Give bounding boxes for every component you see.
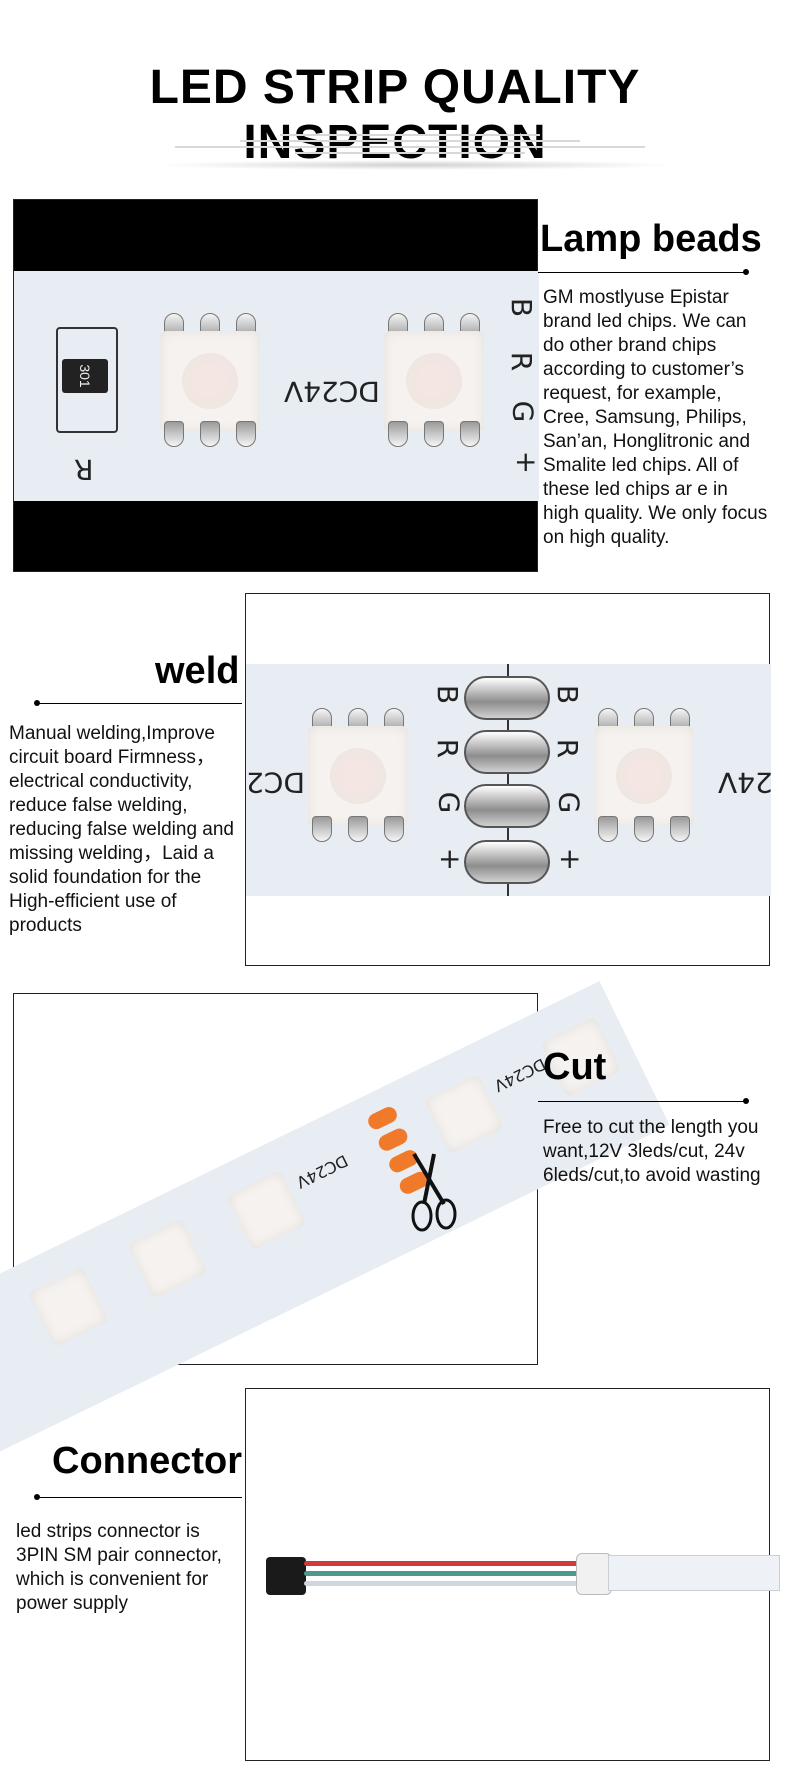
cut-line <box>507 664 509 896</box>
label-r-left: R <box>431 738 465 759</box>
connector-rule-dot <box>34 1494 40 1500</box>
label-left-voltage: DC2 <box>246 766 305 799</box>
label-voltage: DC24V <box>293 1150 352 1192</box>
resistor-outline <box>56 327 118 433</box>
label-plus-left: + <box>438 842 462 875</box>
page-title: LED STRIP QUALITY INSPECTION <box>149 61 641 169</box>
lamp-beads-heading: Lamp beads <box>540 218 762 260</box>
label-voltage: DC24V <box>491 1054 549 1096</box>
led-chip <box>423 1073 505 1155</box>
solder-pad-g <box>464 784 550 828</box>
cut-rule <box>538 1101 748 1102</box>
solder-pad-r <box>464 730 550 774</box>
label-g-left: G <box>432 791 466 814</box>
led-chip <box>127 1218 208 1299</box>
resistor-component: 301 <box>62 359 108 393</box>
label-plus: + <box>514 445 538 478</box>
cut-description: Free to cut the length you want,12V 3led… <box>543 1117 761 1186</box>
orange-pad <box>376 1125 411 1154</box>
connector-plug <box>266 1557 306 1595</box>
label-voltage: DC24V <box>284 375 380 408</box>
label-r: R <box>74 453 94 486</box>
label-plus-right: + <box>558 842 582 875</box>
cut-image: DC24V DC24V <box>0 981 670 1467</box>
lamp-beads-image: 301 R DC24V B R G + <box>13 199 539 572</box>
green-wire <box>304 1571 584 1576</box>
label-b-right: B <box>551 684 585 705</box>
white-wire <box>304 1581 584 1586</box>
cut-heading: Cut <box>543 1046 607 1088</box>
led-chip <box>226 1170 307 1251</box>
connector-image <box>245 1388 780 1761</box>
red-wire <box>304 1561 584 1566</box>
lamp-beads-rule <box>538 272 748 273</box>
cut-rule-dot <box>743 1098 749 1104</box>
label-g: G <box>506 400 540 423</box>
led-strip-tail <box>608 1555 780 1591</box>
title-divider-shadow <box>150 160 680 170</box>
solder-pad-b <box>464 676 550 720</box>
weld-image: DC2 B R G + B R G + 24V <box>245 593 773 966</box>
led-strip: 301 R DC24V B R G + <box>14 271 539 501</box>
weld-description: Manual welding,Improve circuit board Fir… <box>9 723 234 936</box>
lamp-beads-rule-dot <box>743 269 749 275</box>
led-strip: DC2 B R G + B R G + 24V <box>246 664 773 896</box>
label-b: B <box>505 297 539 318</box>
wire-boot <box>576 1553 612 1595</box>
weld-rule <box>38 703 242 704</box>
label-r-right: R <box>551 738 585 759</box>
connector-rule <box>38 1497 242 1498</box>
weld-heading: weld <box>155 650 240 692</box>
label-g-right: G <box>552 791 586 814</box>
orange-pad <box>365 1104 400 1132</box>
led-chip <box>28 1266 109 1347</box>
solder-pad-plus <box>464 840 550 884</box>
label-right-voltage: 24V <box>718 766 773 799</box>
weld-rule-dot <box>34 700 40 706</box>
label-r-channel: R <box>505 351 539 372</box>
connector-heading: Connector <box>52 1440 242 1482</box>
lamp-beads-description: GM mostlyuse Epistar brand led chips. We… <box>543 287 768 548</box>
decorative-subtitle-lines <box>170 130 650 158</box>
connector-description: led strips connector is 3PIN SM pair con… <box>16 1521 222 1614</box>
label-b-left: B <box>431 684 465 705</box>
scissors-icon <box>411 1152 457 1232</box>
